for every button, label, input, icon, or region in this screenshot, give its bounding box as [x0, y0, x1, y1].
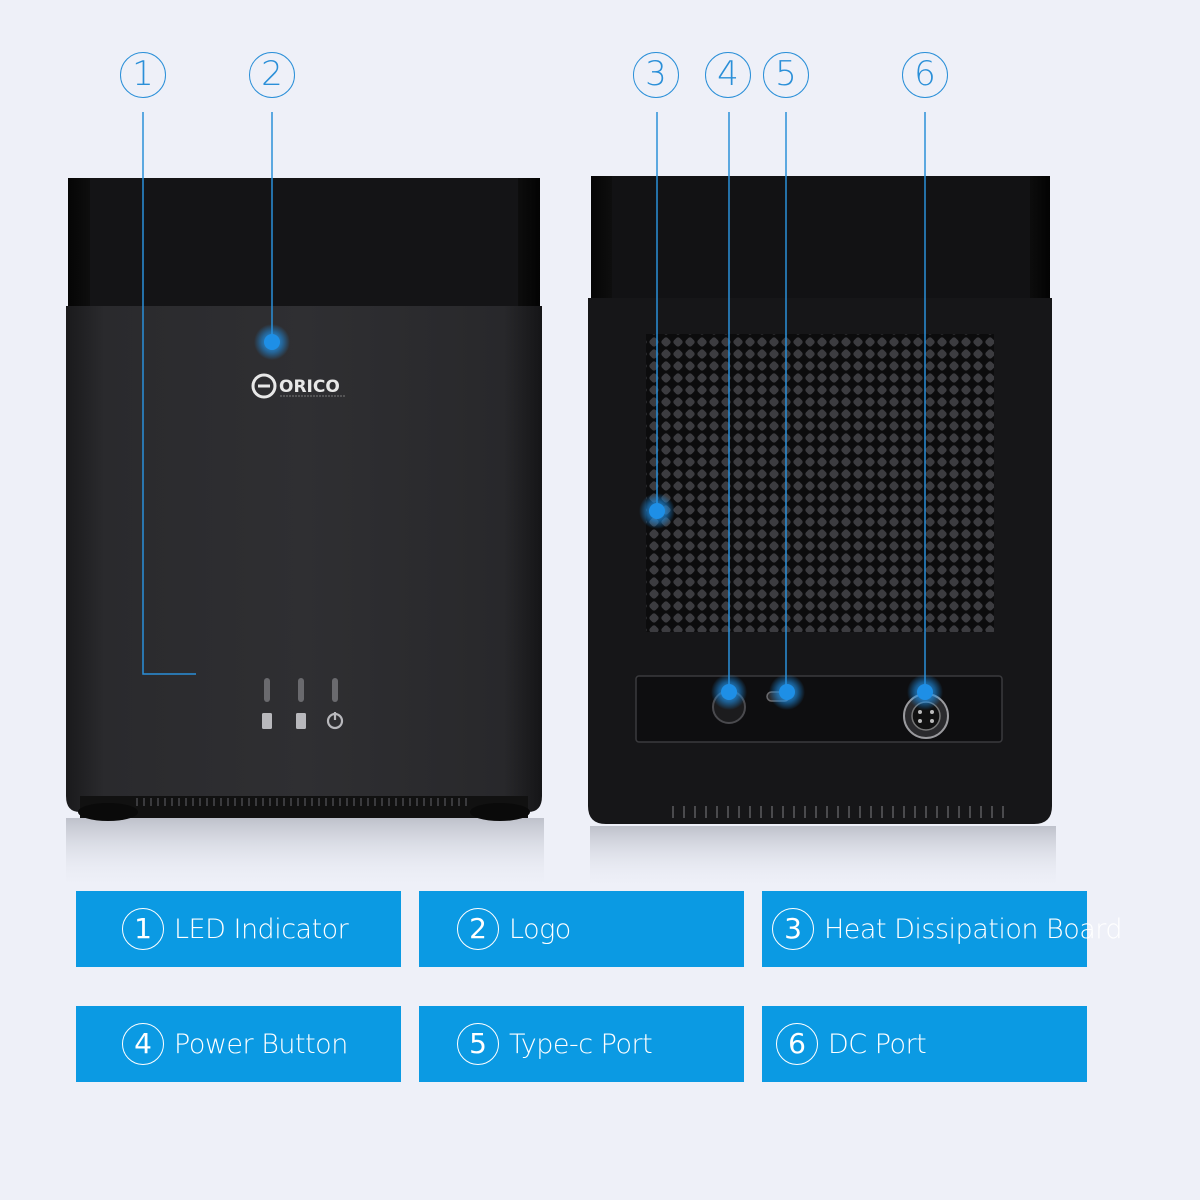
callout-2: 2 [249, 52, 295, 98]
marker-6-dot [917, 684, 933, 700]
callout-3: 3 [633, 52, 679, 98]
legend-power-button: 4 Power Button [76, 1006, 401, 1082]
legend-label: Type-c Port [509, 1028, 653, 1060]
orico-logo: ORICO [251, 373, 346, 399]
callout-6: 6 [902, 52, 948, 98]
front-foot-right [470, 803, 530, 821]
legend-label: Logo [509, 913, 571, 945]
front-foot-left [78, 803, 138, 821]
front-cap-inset [90, 178, 518, 308]
legend-heat-dissipation-board: 3 Heat Dissipation Board [762, 891, 1123, 967]
legend-led-indicator: 1 LED Indicator [76, 891, 401, 967]
rear-cap-inset [612, 176, 1030, 300]
marker-dots [254, 324, 943, 710]
marker-2-dot [264, 334, 280, 350]
legend-num: 3 [772, 908, 814, 950]
marker-4-dot [721, 684, 737, 700]
legend-label: DC Port [828, 1028, 927, 1060]
legend-label: LED Indicator [174, 913, 349, 945]
front-vent-slots [136, 798, 467, 806]
legend-num: 2 [457, 908, 499, 950]
legend-num: 6 [776, 1023, 818, 1065]
logo-text: ORICO [279, 377, 340, 397]
front-body [66, 306, 542, 812]
legend-num: 5 [457, 1023, 499, 1065]
leader-lines [142, 112, 926, 692]
callout-1: 1 [120, 52, 166, 98]
callout-5: 5 [763, 52, 809, 98]
legend-type-c-port: 5 Type-c Port [419, 1006, 744, 1082]
legend-num: 1 [122, 908, 164, 950]
heat-dissipation-mesh [646, 334, 994, 632]
rear-reflection [590, 826, 1056, 890]
marker-5-dot [779, 684, 795, 700]
legend-logo: 2 Logo [419, 891, 744, 967]
legend-num: 4 [122, 1023, 164, 1065]
legend-label: Power Button [174, 1028, 348, 1060]
marker-3-dot [649, 503, 665, 519]
legend-dc-port: 6 DC Port [762, 1006, 1087, 1082]
legend-label: Heat Dissipation Board [824, 913, 1123, 945]
front-reflection [66, 818, 544, 890]
rear-vent-slots [672, 806, 1004, 818]
callout-4: 4 [705, 52, 751, 98]
leader-line-1 [142, 112, 196, 675]
led-indicators [262, 678, 344, 730]
